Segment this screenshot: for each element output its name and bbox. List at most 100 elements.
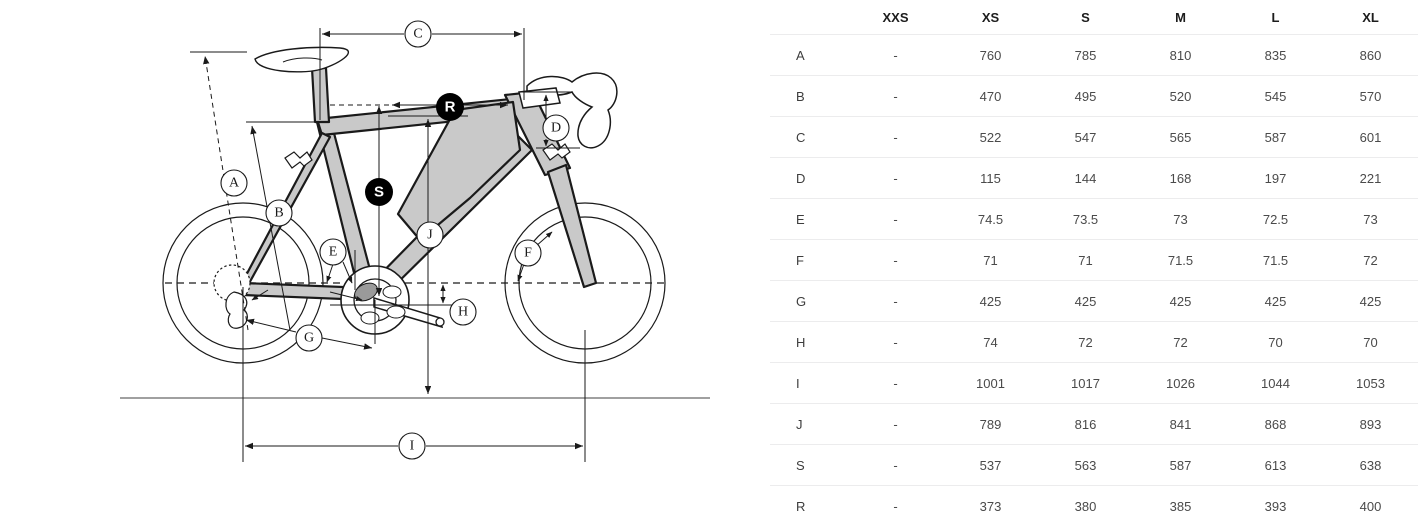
dim-G-line-right <box>322 338 372 348</box>
col-header-measure <box>770 0 848 35</box>
cell-value: - <box>848 117 943 158</box>
cell-value: 385 <box>1133 486 1228 526</box>
row-label: G <box>770 281 848 322</box>
row-label: A <box>770 35 848 76</box>
bike-geometry-diagram: A B C D E <box>0 0 770 516</box>
table-header-row: XXS XS S M L XL <box>770 0 1418 35</box>
cell-value: 425 <box>943 281 1038 322</box>
cell-value: 1001 <box>943 363 1038 404</box>
cell-value: 144 <box>1038 158 1133 199</box>
callout-G: G <box>296 325 322 351</box>
cell-value: 841 <box>1133 404 1228 445</box>
col-header-s: S <box>1038 0 1133 35</box>
callout-A-label: A <box>229 176 240 191</box>
callout-F: F <box>515 240 541 266</box>
col-header-xl: XL <box>1323 0 1418 35</box>
cell-value: 1017 <box>1038 363 1133 404</box>
cell-value: 545 <box>1228 76 1323 117</box>
callout-A: A <box>221 170 247 196</box>
chainring-spider-b <box>383 286 401 298</box>
cell-value: - <box>848 76 943 117</box>
cell-value: 425 <box>1038 281 1133 322</box>
cell-value: 71.5 <box>1133 240 1228 281</box>
callout-R: R <box>436 93 464 121</box>
cell-value: - <box>848 363 943 404</box>
pedal-spindle <box>436 318 444 326</box>
callout-J: J <box>417 222 443 248</box>
callout-E: E <box>320 239 346 265</box>
fork-blade <box>548 165 596 287</box>
cell-value: 565 <box>1133 117 1228 158</box>
callout-C: C <box>405 21 431 47</box>
cell-value: 789 <box>943 404 1038 445</box>
cell-value: 71.5 <box>1228 240 1323 281</box>
chainring-spider-c <box>361 312 379 324</box>
cell-value: 835 <box>1228 35 1323 76</box>
cell-value: 373 <box>943 486 1038 526</box>
callout-I: I <box>399 433 425 459</box>
cell-value: 587 <box>1228 117 1323 158</box>
table-head: XXS XS S M L XL <box>770 0 1418 35</box>
row-label: F <box>770 240 848 281</box>
cell-value: - <box>848 35 943 76</box>
cell-value: 70 <box>1228 322 1323 363</box>
cell-value: 816 <box>1038 404 1133 445</box>
cell-value: 638 <box>1323 445 1418 486</box>
row-label: I <box>770 363 848 404</box>
col-header-m: M <box>1133 0 1228 35</box>
col-header-xxs: XXS <box>848 0 943 35</box>
cell-value: 868 <box>1228 404 1323 445</box>
cell-value: 785 <box>1038 35 1133 76</box>
cell-value: 613 <box>1228 445 1323 486</box>
row-label: H <box>770 322 848 363</box>
cell-value: 470 <box>943 76 1038 117</box>
cell-value: 71 <box>943 240 1038 281</box>
row-label: B <box>770 76 848 117</box>
cell-value: 197 <box>1228 158 1323 199</box>
row-label: C <box>770 117 848 158</box>
row-label: D <box>770 158 848 199</box>
callout-B: B <box>266 200 292 226</box>
cell-value: - <box>848 486 943 526</box>
cell-value: 393 <box>1228 486 1323 526</box>
cell-value: - <box>848 199 943 240</box>
callout-B-label: B <box>274 206 283 221</box>
callout-S-label: S <box>374 184 384 201</box>
cell-value: 72 <box>1133 322 1228 363</box>
cell-value: 72.5 <box>1228 199 1323 240</box>
callout-D-label: D <box>551 121 561 136</box>
saddle-shell <box>255 47 348 71</box>
cell-value: 601 <box>1323 117 1418 158</box>
col-header-xs: XS <box>943 0 1038 35</box>
cell-value: 380 <box>1038 486 1133 526</box>
cell-value: - <box>848 322 943 363</box>
callout-E-label: E <box>329 245 338 260</box>
brake-lever-hood <box>519 88 560 108</box>
cell-value: - <box>848 281 943 322</box>
cell-value: 760 <box>943 35 1038 76</box>
cell-value: 1044 <box>1228 363 1323 404</box>
callout-I-label: I <box>410 439 415 454</box>
callout-D: D <box>543 115 569 141</box>
cell-value: 73 <box>1133 199 1228 240</box>
callout-C-label: C <box>413 27 422 42</box>
row-label: J <box>770 404 848 445</box>
cell-value: 425 <box>1228 281 1323 322</box>
cell-value: 72 <box>1323 240 1418 281</box>
cell-value: 72 <box>1038 322 1133 363</box>
cell-value: 425 <box>1323 281 1418 322</box>
cell-value: 400 <box>1323 486 1418 526</box>
cell-value: - <box>848 240 943 281</box>
